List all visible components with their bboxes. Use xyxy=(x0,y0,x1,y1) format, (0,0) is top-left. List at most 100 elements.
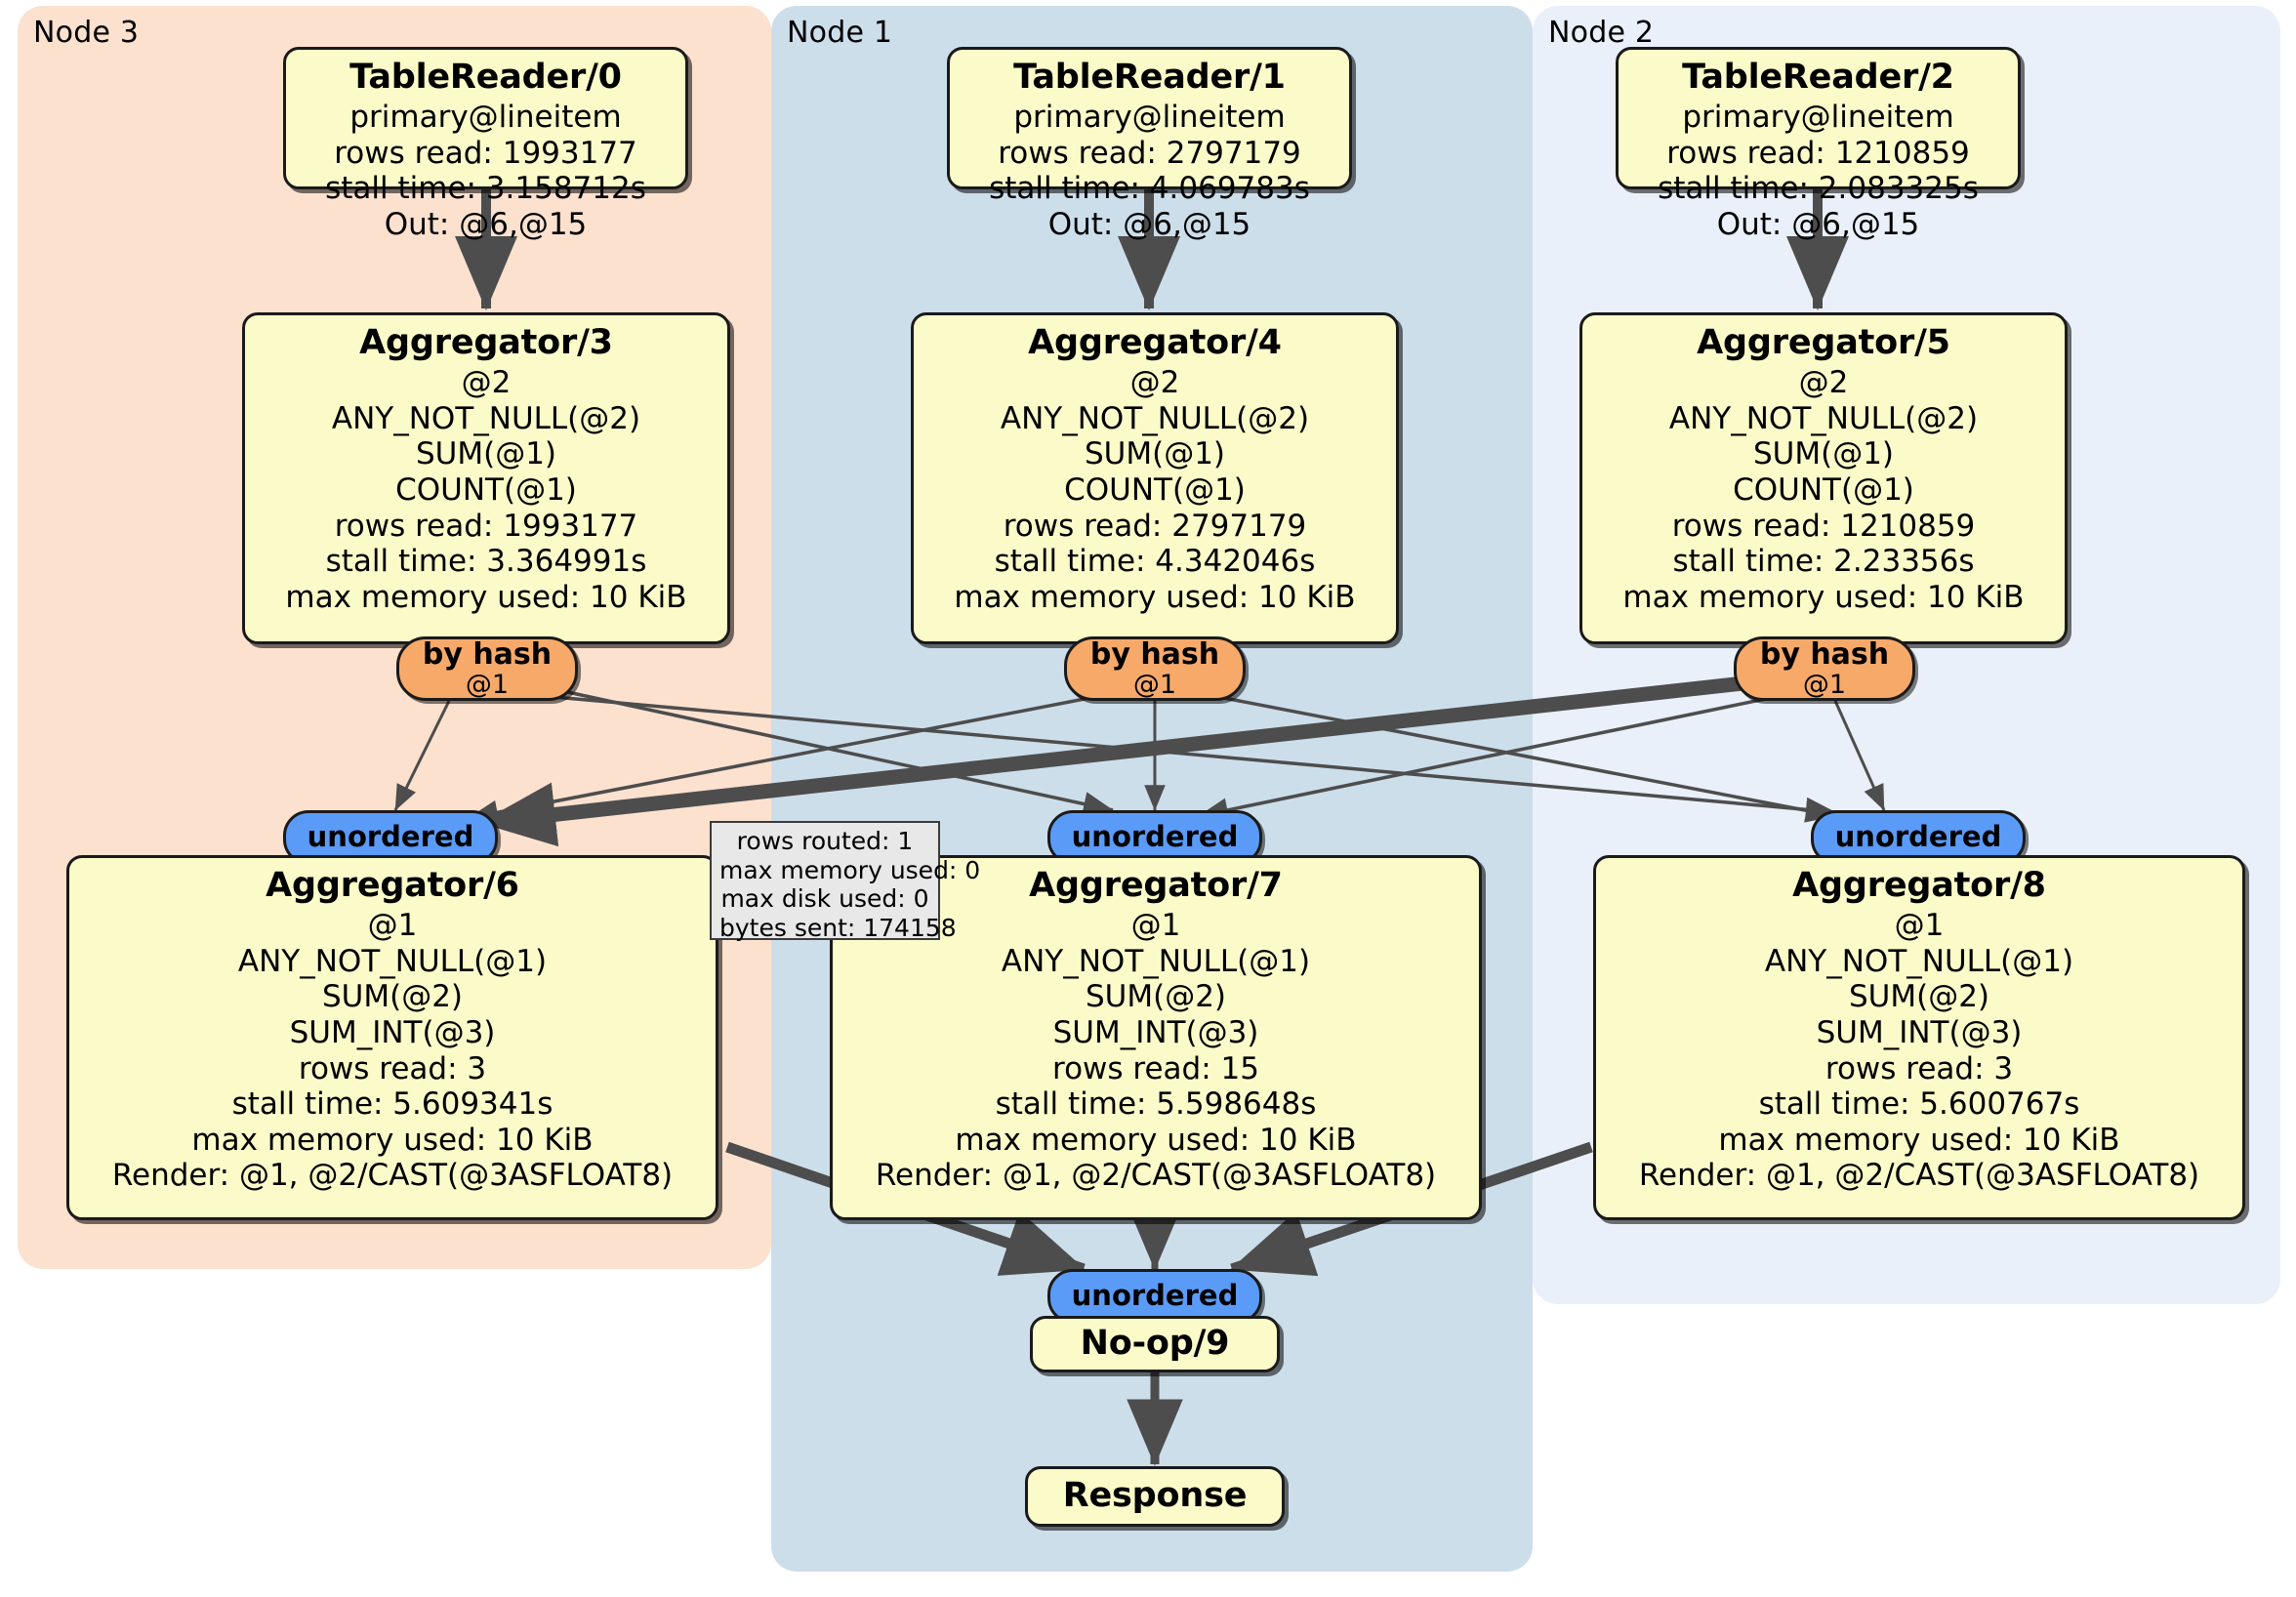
processor-agg-1: ANY_NOT_NULL(@1) xyxy=(1764,943,2074,979)
processor-title: TableReader/2 xyxy=(1682,58,1954,97)
router-column: @1 xyxy=(1132,669,1177,700)
processor-stall-time: stall time: 3.364991s xyxy=(325,544,647,580)
processor-title: Aggregator/5 xyxy=(1697,323,1950,362)
processor-max-memory: max memory used: 10 KiB xyxy=(954,579,1356,615)
processor-stall-time: stall time: 4.069783s xyxy=(989,171,1310,207)
processor-agg-3: SUM_INT(@3) xyxy=(289,1015,496,1051)
processor-group-by: @1 xyxy=(1130,908,1181,944)
processor-agg-2: SUM(@1) xyxy=(415,436,557,472)
processor-group-by: @2 xyxy=(1129,365,1180,401)
processor-table: primary@lineitem xyxy=(1682,100,1954,136)
processor-agg-2: SUM(@2) xyxy=(1848,979,1990,1015)
processor-title: Aggregator/6 xyxy=(266,866,519,905)
processor-title: Aggregator/8 xyxy=(1792,866,2046,905)
stat-bytes-sent: bytes sent: 174158 xyxy=(719,913,957,942)
processor-stall-time: stall time: 5.598648s xyxy=(995,1086,1317,1123)
processor-stall-time: stall time: 4.342046s xyxy=(994,544,1316,580)
processor-title: Aggregator/4 xyxy=(1028,323,1282,362)
processor-max-memory: max memory used: 10 KiB xyxy=(955,1122,1357,1158)
processor-title: No-op/9 xyxy=(1080,1324,1230,1364)
processor-agg-2: SUM(@1) xyxy=(1752,436,1895,472)
synchronizer-label: unordered xyxy=(1071,1279,1239,1313)
processor-agg-2: SUM(@1) xyxy=(1084,436,1226,472)
processor-out-columns: Out: @6,@15 xyxy=(1716,207,1920,243)
processor-table-reader-0[interactable]: TableReader/0 primary@lineitem rows read… xyxy=(283,47,688,242)
processor-agg-1: ANY_NOT_NULL(@2) xyxy=(331,400,641,436)
processor-group-by: @1 xyxy=(1894,908,1945,944)
processor-out-columns: Out: @6,@15 xyxy=(384,207,588,243)
processor-table-reader-2[interactable]: TableReader/2 primary@lineitem rows read… xyxy=(1616,47,2021,242)
processor-title: Aggregator/7 xyxy=(1029,866,1283,905)
cluster-label-node-2: Node 2 xyxy=(1548,16,1655,50)
processor-out-columns: Out: @6,@15 xyxy=(1047,207,1251,243)
processor-rows-read: rows read: 15 xyxy=(1052,1050,1259,1086)
processor-agg-1: ANY_NOT_NULL(@1) xyxy=(1001,943,1311,979)
processor-rows-read: rows read: 1210859 xyxy=(1666,135,1970,171)
processor-render: Render: @1, @2/CAST(@3ASFLOAT8) xyxy=(1638,1158,2200,1194)
processor-agg-3: COUNT(@1) xyxy=(395,472,577,509)
processor-agg-1: ANY_NOT_NULL(@1) xyxy=(237,943,548,979)
router-title: by hash xyxy=(1089,636,1220,672)
processor-max-memory: max memory used: 10 KiB xyxy=(285,579,687,615)
processor-table: primary@lineitem xyxy=(349,100,622,136)
processor-no-op-9[interactable]: No-op/9 xyxy=(1030,1316,1280,1372)
processor-stall-time: stall time: 2.23356s xyxy=(1672,544,1975,580)
processor-title: Aggregator/3 xyxy=(359,323,613,362)
processor-aggregator-3[interactable]: Aggregator/3 @2 ANY_NOT_NULL(@2) SUM(@1)… xyxy=(242,312,730,644)
cluster-label-node-3: Node 3 xyxy=(33,16,140,50)
processor-table-reader-1[interactable]: TableReader/1 primary@lineitem rows read… xyxy=(947,47,1352,242)
synchronizer-label: unordered xyxy=(1071,820,1239,854)
processor-agg-3: SUM_INT(@3) xyxy=(1816,1015,2023,1051)
processor-rows-read: rows read: 1993177 xyxy=(334,135,637,171)
stat-max-disk-used: max disk used: 0 xyxy=(720,884,929,913)
router-title: by hash xyxy=(1759,636,1890,672)
processor-aggregator-4[interactable]: Aggregator/4 @2 ANY_NOT_NULL(@2) SUM(@1)… xyxy=(911,312,1399,644)
processor-stall-time: stall time: 2.083325s xyxy=(1658,171,1979,207)
cluster-label-node-1: Node 1 xyxy=(787,16,893,50)
processor-agg-2: SUM(@2) xyxy=(321,979,464,1015)
router-column: @1 xyxy=(465,669,510,700)
stat-max-memory-used: max memory used: 0 xyxy=(719,855,981,884)
processor-rows-read: rows read: 3 xyxy=(1824,1050,2014,1086)
stream-stats-box: rows routed: 1 max memory used: 0 max di… xyxy=(710,821,981,942)
input-synchronizer-unordered-8[interactable]: unordered xyxy=(1811,810,2026,865)
processor-aggregator-8[interactable]: Aggregator/8 @1 ANY_NOT_NULL(@1) SUM(@2)… xyxy=(1593,855,2245,1220)
processor-stall-time: stall time: 3.158712s xyxy=(325,171,646,207)
processor-group-by: @2 xyxy=(1798,365,1849,401)
processor-response[interactable]: Response xyxy=(1025,1466,1285,1527)
processor-group-by: @2 xyxy=(461,365,512,401)
processor-render: Render: @1, @2/CAST(@3ASFLOAT8) xyxy=(875,1158,1437,1194)
processor-agg-2: SUM(@2) xyxy=(1085,979,1227,1015)
processor-max-memory: max memory used: 10 KiB xyxy=(1718,1122,2120,1158)
stat-rows-routed: rows routed: 1 xyxy=(736,827,914,855)
output-router-by-hash-5[interactable]: by hash @1 xyxy=(1734,636,1915,701)
processor-table: primary@lineitem xyxy=(1013,100,1286,136)
processor-agg-3: COUNT(@1) xyxy=(1064,472,1246,509)
processor-rows-read: rows read: 1210859 xyxy=(1671,508,1976,544)
processor-stall-time: stall time: 5.600767s xyxy=(1758,1086,2080,1123)
processor-agg-1: ANY_NOT_NULL(@2) xyxy=(1668,400,1979,436)
processor-max-memory: max memory used: 10 KiB xyxy=(191,1122,594,1158)
processor-aggregator-6[interactable]: Aggregator/6 @1 ANY_NOT_NULL(@1) SUM(@2)… xyxy=(66,855,718,1220)
processor-title: Response xyxy=(1062,1476,1248,1516)
processor-max-memory: max memory used: 10 KiB xyxy=(1622,579,2025,615)
synchronizer-label: unordered xyxy=(1834,820,2002,854)
processor-rows-read: rows read: 2797179 xyxy=(1003,508,1307,544)
processor-rows-read: rows read: 1993177 xyxy=(334,508,638,544)
processor-agg-3: COUNT(@1) xyxy=(1733,472,1914,509)
output-router-by-hash-4[interactable]: by hash @1 xyxy=(1064,636,1246,701)
processor-stall-time: stall time: 5.609341s xyxy=(231,1086,554,1123)
input-synchronizer-unordered-noop[interactable]: unordered xyxy=(1047,1269,1262,1324)
processor-title: TableReader/1 xyxy=(1013,58,1286,97)
processor-render: Render: @1, @2/CAST(@3ASFLOAT8) xyxy=(111,1158,674,1194)
synchronizer-label: unordered xyxy=(307,820,474,854)
processor-agg-3: SUM_INT(@3) xyxy=(1052,1015,1259,1051)
processor-rows-read: rows read: 3 xyxy=(298,1050,487,1086)
processor-agg-1: ANY_NOT_NULL(@2) xyxy=(1000,400,1310,436)
processor-title: TableReader/0 xyxy=(349,58,622,97)
processor-rows-read: rows read: 2797179 xyxy=(998,135,1301,171)
processor-aggregator-5[interactable]: Aggregator/5 @2 ANY_NOT_NULL(@2) SUM(@1)… xyxy=(1579,312,2068,644)
router-column: @1 xyxy=(1802,669,1847,700)
output-router-by-hash-3[interactable]: by hash @1 xyxy=(396,636,578,701)
